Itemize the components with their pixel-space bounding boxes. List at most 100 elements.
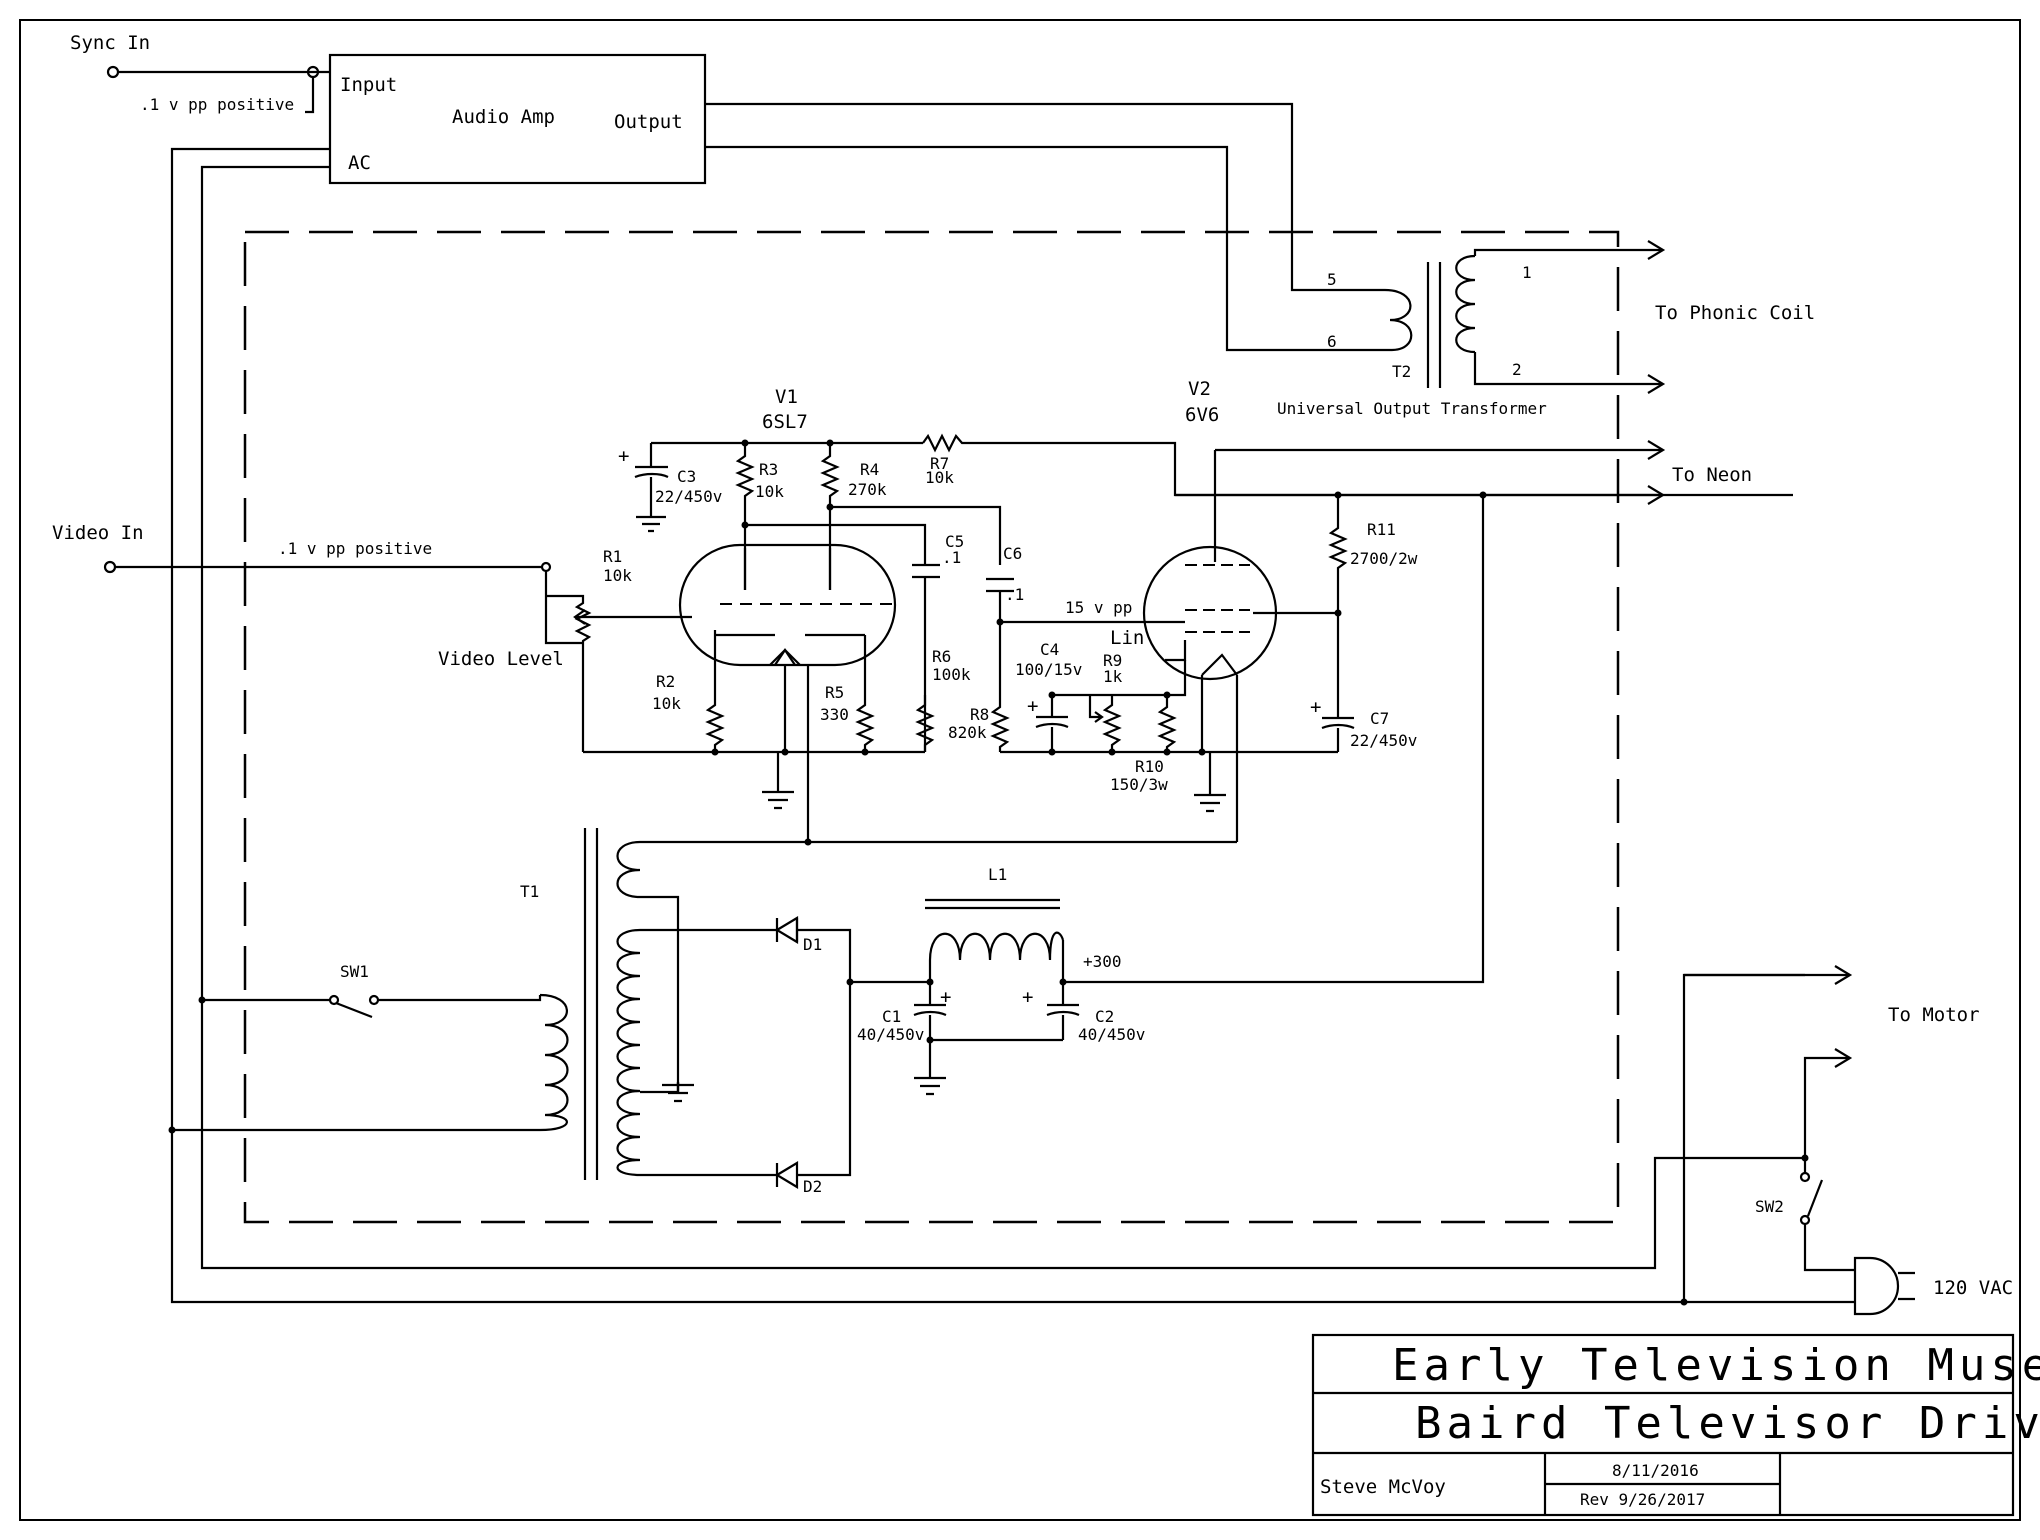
organization-name: Early Television Museum: [1392, 1340, 2040, 1391]
c6-value: .1: [1005, 585, 1024, 604]
r2-ref: R2: [656, 672, 675, 691]
sw2-ref: SW2: [1755, 1197, 1784, 1216]
t2-name: Universal Output Transformer: [1277, 399, 1547, 418]
v2-ground: [1194, 752, 1226, 813]
t2-pin1: 1: [1522, 263, 1532, 282]
v1-plate-wire-a: [745, 523, 927, 565]
c3-ref: C3: [677, 467, 696, 486]
r7-ref: R7: [930, 454, 949, 473]
r9-ref: R9: [1103, 651, 1122, 670]
r11-resistor: R11 2700/2w: [1253, 495, 1418, 700]
r6-resistor: R6 100k: [915, 647, 971, 752]
c6-ref: C6: [1003, 544, 1022, 563]
tube-v1: V1 6SL7: [678, 386, 897, 750]
r1-wiper: [573, 609, 692, 625]
r4-ref: R4: [860, 460, 879, 479]
c7-value: 22/450v: [1350, 731, 1417, 750]
r2-resistor: R2 10k: [652, 660, 725, 752]
svg-text:+: +: [1022, 986, 1033, 1008]
c3-value: 22/450v: [655, 487, 722, 506]
sync-in-label: Sync In: [70, 32, 150, 54]
r10-resistor: R10 150/3w: [1110, 660, 1187, 794]
sync-in-terminal: [106, 65, 120, 79]
c4-capacitor: + C4 100/15v: [1015, 640, 1082, 752]
l1-ref: L1: [988, 865, 1007, 884]
revision: Rev 9/26/2017: [1580, 1490, 1705, 1509]
t2-ref: T2: [1392, 362, 1411, 381]
r7-resistor: R7 10k: [922, 433, 1793, 497]
b-plus-label: +300: [1083, 952, 1122, 971]
svg-text:+: +: [1027, 695, 1038, 717]
transformer-t2: 5 6 1 2 T2 Universal Output Transformer: [1277, 240, 1666, 418]
svg-text:+: +: [618, 445, 629, 467]
audio-amp-box: [328, 53, 707, 185]
video-input: Video In .1 v pp positive R1 10k Video L…: [52, 522, 692, 752]
amp-output-label: Output: [614, 111, 683, 133]
t1-ref: T1: [520, 882, 539, 901]
c3-capacitor: + C3 22/450v: [618, 443, 722, 533]
svg-text:+: +: [940, 986, 951, 1008]
sw1-ref: SW1: [340, 962, 369, 981]
r8-value: 820k: [948, 723, 987, 742]
drawing-date: 8/11/2016: [1612, 1461, 1699, 1480]
r1-ref: R1: [603, 547, 622, 566]
author: Steve McVoy: [1320, 1476, 1446, 1498]
v1-ref: V1: [775, 386, 798, 408]
r5-value: 330: [820, 705, 849, 724]
v1-ground: [762, 752, 794, 810]
t2-pin6: 6: [1327, 332, 1337, 351]
video-junction: [540, 561, 552, 573]
c2-ref: C2: [1095, 1007, 1114, 1026]
tube-v2: V2 6V6: [1142, 378, 1278, 842]
to-phonic-coil-label: To Phonic Coil: [1655, 302, 1815, 324]
to-neon-label: To Neon: [1672, 464, 1752, 486]
r10-value: 150/3w: [1110, 775, 1168, 794]
r1-name: Video Level: [438, 648, 564, 670]
b-plus-wire: [1063, 495, 1485, 984]
r11-value: 2700/2w: [1350, 549, 1418, 568]
ac-wire-inner: [200, 165, 1805, 1270]
c4-ref: C4: [1040, 640, 1059, 659]
to-motor-label: To Motor: [1888, 1004, 1980, 1026]
v1-plate-wire-b: [830, 505, 1002, 565]
r3-ref: R3: [759, 460, 778, 479]
amp-ac-label: AC: [348, 152, 371, 174]
v2-ref: V2: [1188, 378, 1211, 400]
sync-note: .1 v pp positive: [140, 95, 294, 114]
c7-ref: C7: [1370, 709, 1389, 728]
c1-value: 40/450v: [857, 1025, 924, 1044]
mains-label: 120 VAC: [1933, 1277, 2013, 1299]
d1-ref: D1: [803, 935, 822, 954]
video-in-label: Video In: [52, 522, 144, 544]
d2-ref: D2: [803, 1177, 822, 1196]
r5-ref: R5: [825, 683, 844, 702]
r4-resistor: R4 270k: [820, 443, 887, 525]
r10-ref: R10: [1135, 757, 1164, 776]
r6-value: 100k: [932, 665, 971, 684]
d2-diode: D2: [774, 982, 852, 1196]
t2-pin2: 2: [1512, 360, 1522, 379]
r8-resistor: [990, 622, 1010, 752]
r3-value: 10k: [755, 482, 784, 501]
amp-output-wire-1: [705, 102, 1385, 292]
r2-value: 10k: [652, 694, 681, 713]
v2-type: 6V6: [1185, 404, 1219, 426]
drawing-title: Baird Televisor Driver: [1415, 1398, 2040, 1449]
mains-plug: [1853, 1256, 1915, 1316]
svg-text:+: +: [1310, 696, 1321, 718]
c5-value: .1: [942, 548, 961, 567]
chassis-outline: [243, 230, 1620, 1224]
sync-input: Sync In .1 v pp positive: [70, 32, 330, 114]
c4-value: 100/15v: [1015, 660, 1082, 679]
amp-output-wire-2: [705, 145, 1392, 352]
r9-name: Lin: [1110, 627, 1144, 649]
r9-value: 1k: [1103, 667, 1123, 686]
c5-ref: C5: [945, 532, 964, 551]
transformer-t1: T1: [520, 828, 808, 1180]
sw1-switch: SW1: [328, 962, 542, 1019]
r4-value: 270k: [848, 480, 887, 499]
r11-ref: R11: [1367, 520, 1396, 539]
l1-choke: L1: [925, 865, 1065, 982]
r8-ref: R8: [970, 705, 989, 724]
